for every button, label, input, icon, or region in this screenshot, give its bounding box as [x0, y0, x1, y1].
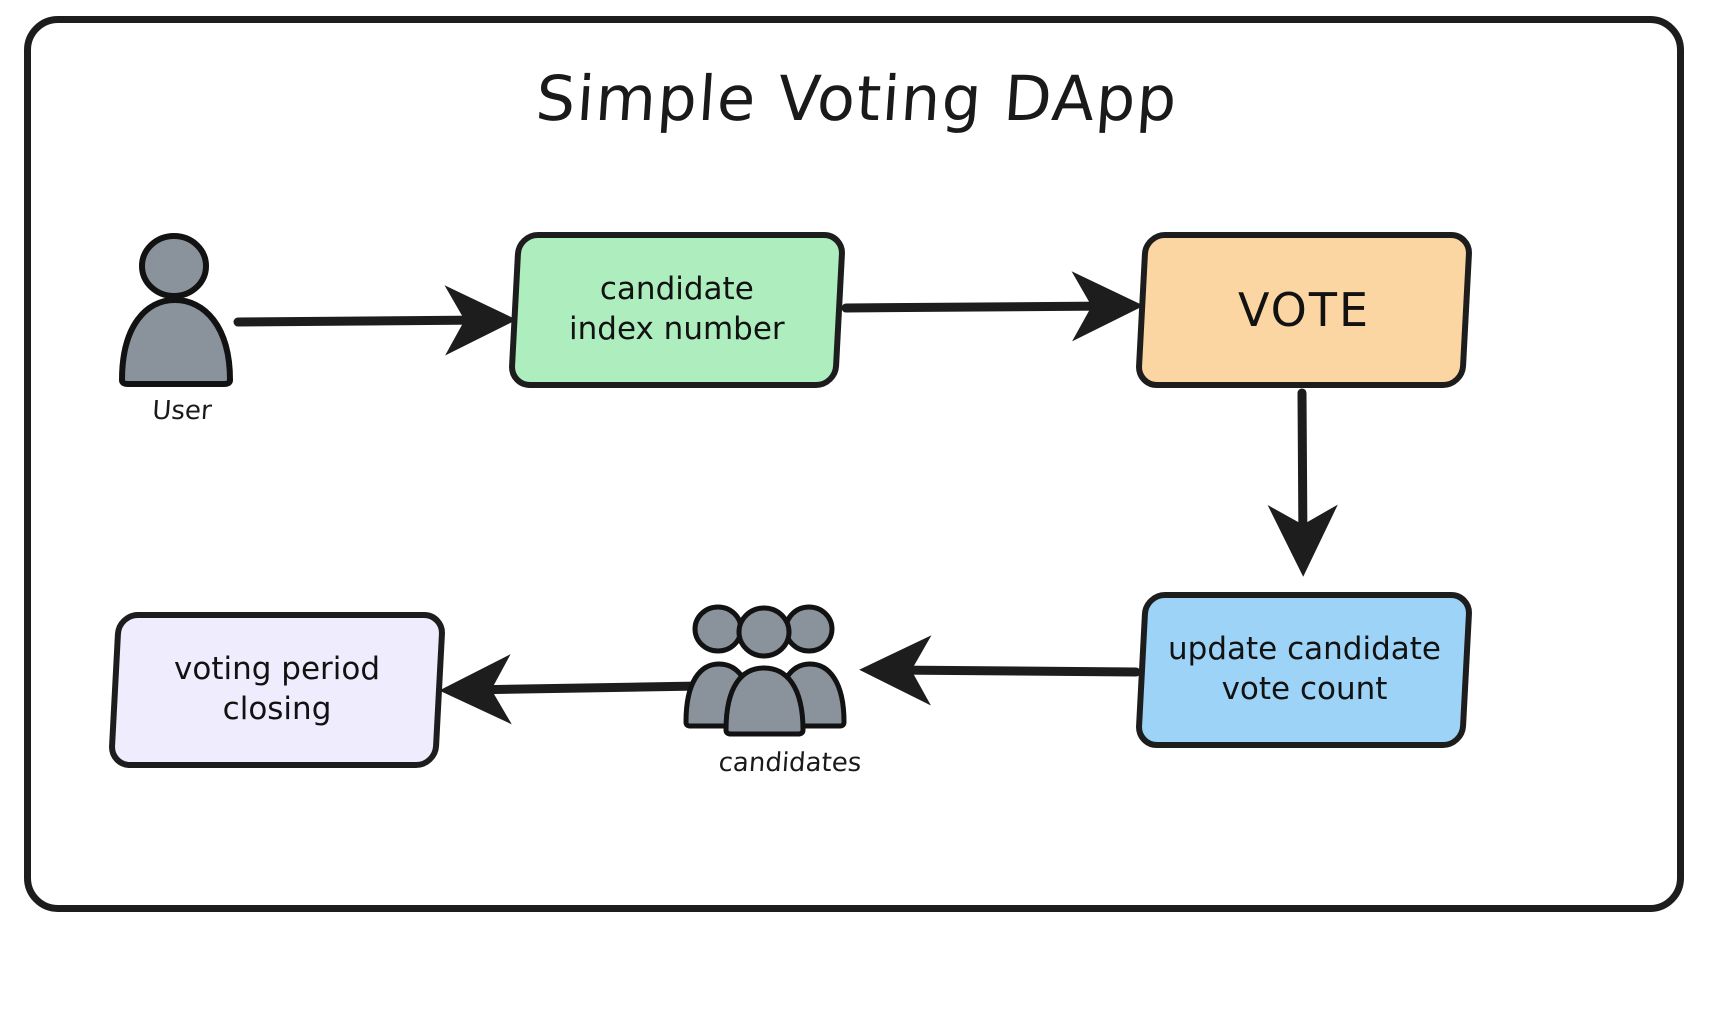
- diagram-title: Simple Voting DApp: [533, 62, 1181, 135]
- node-voting-closing-line2: closing: [222, 691, 332, 727]
- node-candidate-index-line1: candidate: [600, 271, 754, 308]
- node-candidate-index-number[interactable]: candidate index number: [507, 232, 847, 388]
- node-update-candidate-vote-count[interactable]: update candidate vote count: [1134, 592, 1474, 748]
- node-update-count-line2: vote count: [1221, 671, 1387, 707]
- people-group-icon: [676, 602, 856, 737]
- node-vote-label: VOTE: [1237, 282, 1371, 337]
- node-update-count-line1: update candidate: [1167, 631, 1441, 668]
- node-voting-closing-line1: voting period: [173, 651, 380, 688]
- user-actor-label: User: [151, 396, 213, 426]
- person-icon: [112, 228, 262, 393]
- node-candidate-index-line2: index number: [569, 311, 785, 347]
- node-voting-period-closing[interactable]: voting period closing: [107, 612, 447, 768]
- candidates-actor-label: candidates: [717, 748, 863, 778]
- node-vote[interactable]: VOTE: [1134, 232, 1474, 388]
